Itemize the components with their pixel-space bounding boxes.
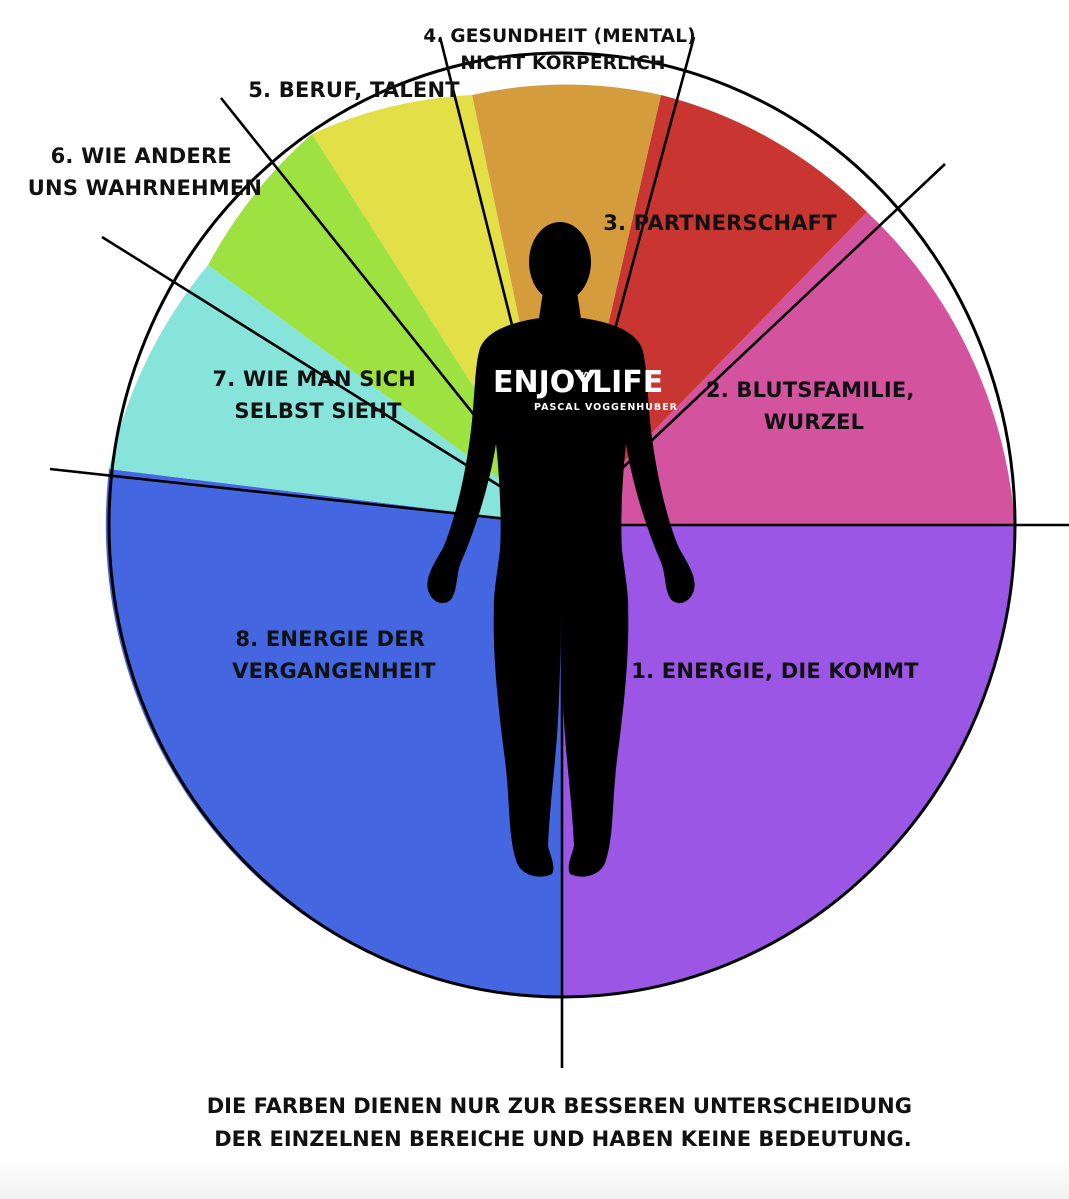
segment-2-blutsfamilie: [562, 212, 1015, 525]
silhouette-torso-arms: [427, 318, 695, 610]
label-segment-4: 4. GESUNDHEIT (MENTAL) NICHT KÖRPERLICH: [423, 26, 702, 74]
silhouette-left-leg: [493, 606, 561, 877]
footer-note: DIE FARBEN DIENEN NUR ZUR BESSEREN UNTER…: [207, 1094, 920, 1151]
label-segment-3: 3. PARTNERSCHAFT: [603, 211, 837, 235]
segment-1-energie-die-kommt: [562, 525, 1015, 997]
logo-author-text: PASCAL VOGGENHUBER: [534, 402, 678, 413]
segment-8-energie-der-vergangenheit: [105, 469, 562, 998]
silhouette-head: [529, 222, 591, 302]
silhouette-right-leg: [561, 606, 629, 877]
divider-line-2-3: [561, 163, 946, 526]
label-segment-5: 5. BERUF, TALENT: [248, 78, 460, 102]
silhouette-neck: [538, 292, 582, 325]
bottom-fade: [0, 1159, 1069, 1199]
segment-labels: 1. ENERGIE, DIE KOMMT 2. BLUTSFAMILIE, W…: [28, 26, 922, 683]
label-segment-2: 2. BLUTSFAMILIE, WURZEL: [706, 378, 922, 434]
label-segment-1: 1. ENERGIE, DIE KOMMT: [631, 659, 919, 683]
enjoy-this-life-logo: ENJOY THIS LIFE PASCAL VOGGENHUBER: [493, 365, 678, 413]
segment-7-wie-man-sich-selbst-sieht: [109, 265, 562, 525]
label-segment-6: 6. WIE ANDERE UNS WAHRNEHMEN: [28, 144, 262, 200]
logo-enjoy-text: ENJOY: [493, 365, 597, 400]
label-segment-7: 7. WIE MAN SICH SELBST SIEHT: [212, 367, 423, 423]
logo-this-text: THIS: [581, 371, 590, 392]
logo-life-text: LIFE: [592, 365, 663, 400]
label-segment-8: 8. ENERGIE DER VERGANGENHEIT: [232, 627, 436, 683]
human-silhouette: [427, 222, 695, 877]
